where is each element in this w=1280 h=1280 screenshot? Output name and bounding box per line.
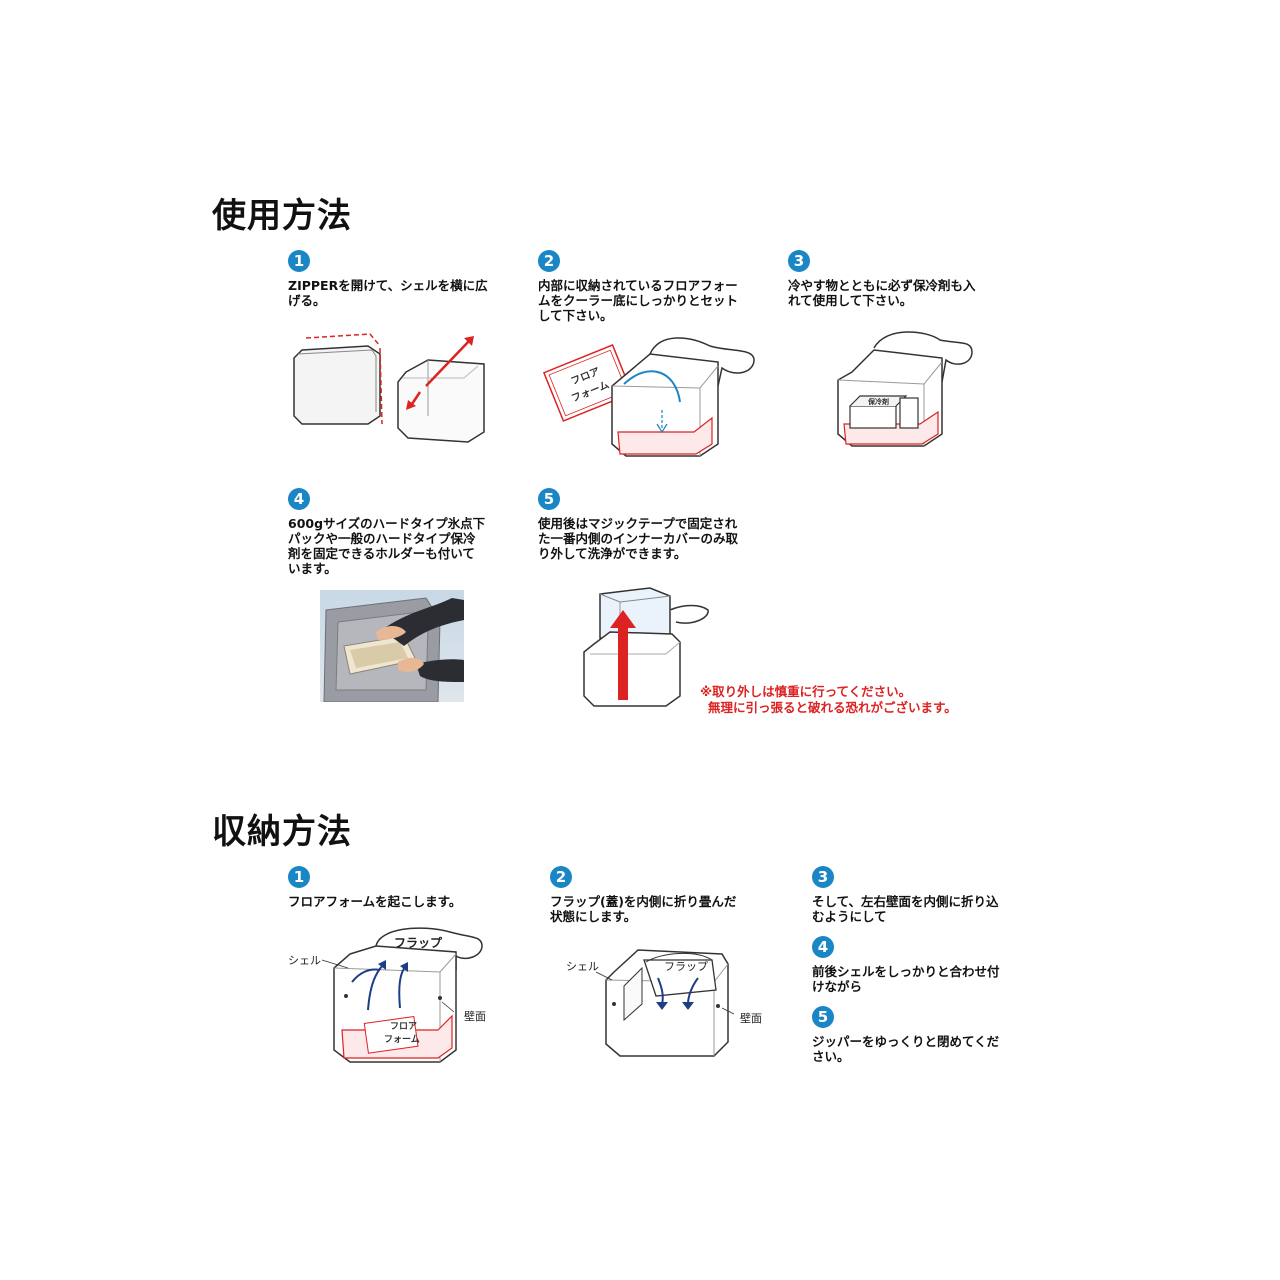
storage-title: 収納方法 — [212, 812, 352, 852]
text-line: ムをクーラー底にしっかりとセット — [538, 293, 739, 308]
text-line: 前後シェルをしっかりと合わせ付 — [812, 964, 1000, 979]
storage-wall-label-1: 壁面 — [464, 1010, 486, 1023]
storage-shell-label-2: シェル — [566, 960, 599, 973]
storage-foam-label-2: フォーム — [384, 1034, 420, 1045]
usage-step-2-text: 内部に収納されているフロアフォー ムをクーラー底にしっかりとセット して下さい。 — [538, 278, 738, 323]
usage-step-5-number: 5 — [538, 488, 560, 510]
storage-flap-label-1: フラップ — [394, 936, 443, 950]
text-line: り外して洗浄ができます。 — [538, 546, 687, 561]
usage-step-4-number: 4 — [288, 488, 310, 510]
storage-step2-illustration — [596, 949, 735, 1057]
ice-pack-label: 保冷剤 — [867, 397, 889, 406]
usage-step-3-number: 3 — [788, 250, 810, 272]
step4-holder-photo — [320, 590, 464, 702]
storage-flap-label-2: フラップ — [664, 960, 708, 973]
text-line: 600gサイズのハードタイプ氷点下 — [288, 516, 486, 531]
text-line: 使用後はマジックテープで固定され — [538, 516, 738, 531]
text-line: れて使用して下さい。 — [788, 293, 913, 308]
usage-step-4-text: 600gサイズのハードタイプ氷点下 パックや一般のハードタイプ保冷 剤を固定でき… — [288, 516, 485, 576]
text-line: 内部に収納されているフロアフォー — [538, 278, 738, 293]
storage-step-1-text: フロアフォームを起こします。 — [288, 894, 461, 909]
usage-step-2-number: 2 — [538, 250, 560, 272]
storage-foam-label-1: フロア — [390, 1021, 417, 1032]
storage-step-2-text: フラップ(蓋)を内側に折り畳んだ 状態にします。 — [550, 894, 736, 924]
warning-line: ※取り外しは慎重に行ってください。 — [700, 684, 912, 699]
text-line: けながら — [812, 979, 863, 994]
storage-step-3-text: そして、左右壁面を内側に折り込 むようにして — [812, 894, 999, 924]
text-line: ZIPPERを開けて、シェルを横に広 — [288, 278, 488, 293]
text-line: して下さい。 — [538, 308, 613, 323]
storage-step-4-number: 4 — [812, 936, 834, 958]
storage-step-5-text: ジッパーをゆっくりと閉めてくだ さい。 — [812, 1034, 999, 1064]
text-line: ジッパーをゆっくりと閉めてくだ — [812, 1034, 1000, 1049]
storage-step-2-number: 2 — [550, 866, 572, 888]
text-line: た一番内側のインナーカバーのみ取 — [538, 531, 739, 546]
storage-wall-label-2: 壁面 — [740, 1012, 762, 1025]
text-line: います。 — [288, 561, 337, 576]
storage-step-3-number: 3 — [812, 866, 834, 888]
text-line: フロアフォームを起こします。 — [288, 894, 462, 909]
storage-step-1-number: 1 — [288, 866, 310, 888]
step3-ice-pack-illustration: 保冷剤 — [837, 331, 973, 447]
usage-step-5-text: 使用後はマジックテープで固定され た一番内側のインナーカバーのみ取 り外して洗浄… — [538, 516, 738, 561]
step5-inner-cover-illustration — [583, 587, 709, 707]
text-line: 冷やす物とともに必ず保冷剤も入 — [788, 278, 976, 293]
storage-step-4-text: 前後シェルをしっかりと合わせ付 けながら — [812, 964, 1000, 994]
text-line: 剤を固定できるホルダーも付いて — [288, 546, 475, 561]
usage-title: 使用方法 — [212, 196, 352, 236]
text-line: さい。 — [812, 1049, 850, 1064]
step2-floor-foam-illustration: フロア フォーム — [542, 337, 755, 457]
text-line: そして、左右壁面を内側に折り込 — [812, 894, 999, 909]
step1-open-shell-illustration — [293, 333, 485, 443]
inner-cover-warning: ※取り外しは慎重に行ってください。 無理に引っ張ると破れる恐れがございます。 — [700, 684, 957, 716]
text-line: 状態にします。 — [550, 909, 637, 924]
text-line: げる。 — [288, 293, 326, 308]
text-line: パックや一般のハードタイプ保冷 — [288, 531, 476, 546]
text-line: むようにして — [812, 909, 887, 924]
usage-step-1-number: 1 — [288, 250, 310, 272]
text-line: フラップ(蓋)を内側に折り畳んだ — [550, 894, 737, 909]
warning-line: 無理に引っ張ると破れる恐れがございます。 — [708, 700, 957, 715]
storage-step1-illustration: フロア フォーム — [321, 927, 483, 1063]
usage-step-3-text: 冷やす物とともに必ず保冷剤も入 れて使用して下さい。 — [788, 278, 976, 308]
usage-step-1-text: ZIPPERを開けて、シェルを横に広 げる。 — [288, 278, 488, 308]
storage-shell-label-1: シェル — [288, 954, 321, 967]
storage-step-5-number: 5 — [812, 1006, 834, 1028]
